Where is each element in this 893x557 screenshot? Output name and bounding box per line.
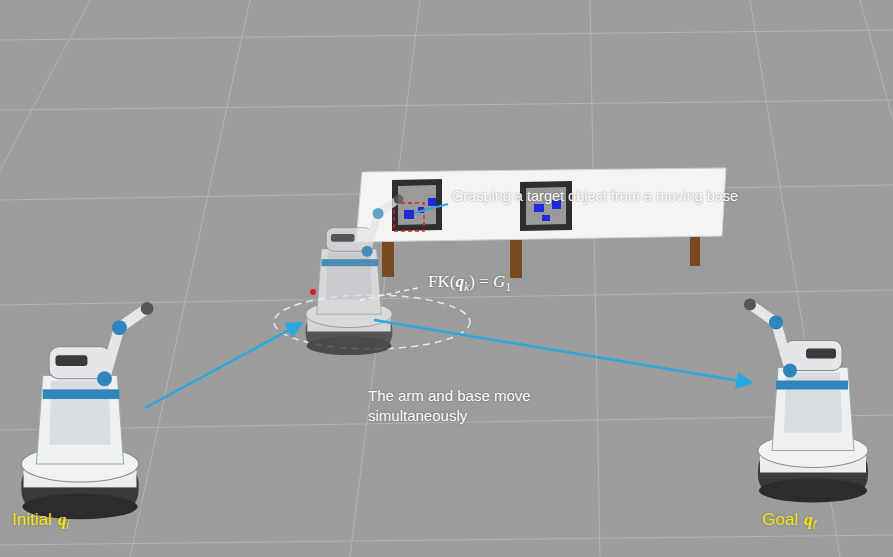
scene-label: Goal xyxy=(762,510,798,530)
scene-label: FK( xyxy=(428,272,455,292)
scene-label: k xyxy=(464,280,469,295)
scene-label: q xyxy=(804,510,813,530)
label-group: Grasping a target object from a moving b… xyxy=(452,188,738,204)
scene-label: q xyxy=(455,272,464,292)
label-group: FK(qk) = G1 xyxy=(428,272,511,295)
scene-label: ) = xyxy=(469,272,493,292)
scene-label: f xyxy=(812,518,815,532)
scene-label: 1 xyxy=(505,280,511,295)
scene-label: The arm and base move simultaneously xyxy=(368,387,531,424)
label-group: Goalqf xyxy=(762,510,816,532)
scene-label: Grasping a target object from a moving b… xyxy=(452,188,738,204)
scene-label: G xyxy=(493,272,505,292)
scene-label: q xyxy=(58,510,67,530)
scene-label: i xyxy=(66,518,69,532)
label-group: Initial qi xyxy=(12,510,69,532)
scene-label: Initial xyxy=(12,510,52,530)
label-group: The arm and base move simultaneously xyxy=(368,386,540,427)
